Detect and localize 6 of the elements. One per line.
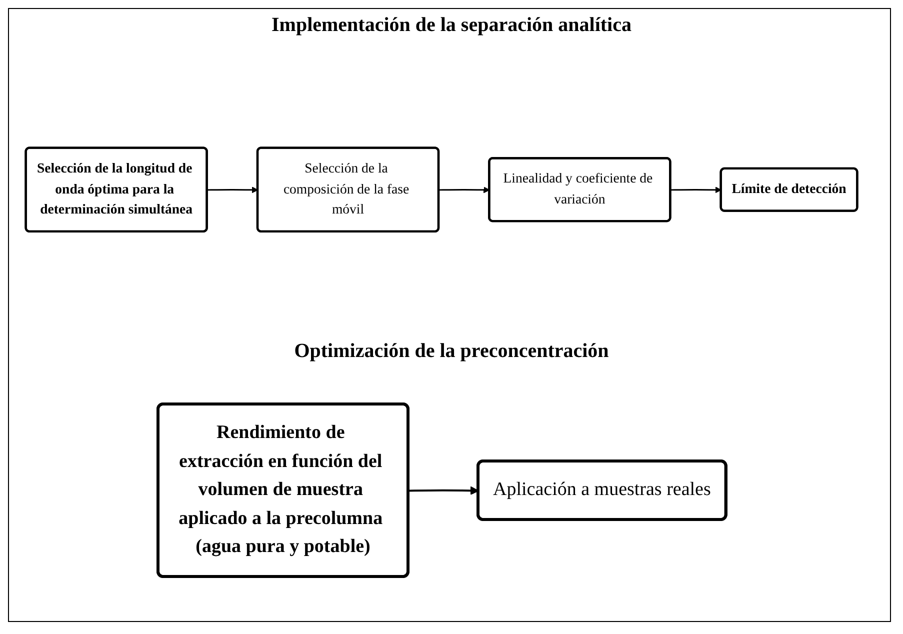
section-heading: Optimización de la preconcentración [293,340,610,363]
arrow [408,486,478,495]
section-heading: Implementación de la separación analítica [270,14,632,37]
arrow [670,187,722,194]
arrow [207,187,258,194]
arrow [438,187,490,194]
